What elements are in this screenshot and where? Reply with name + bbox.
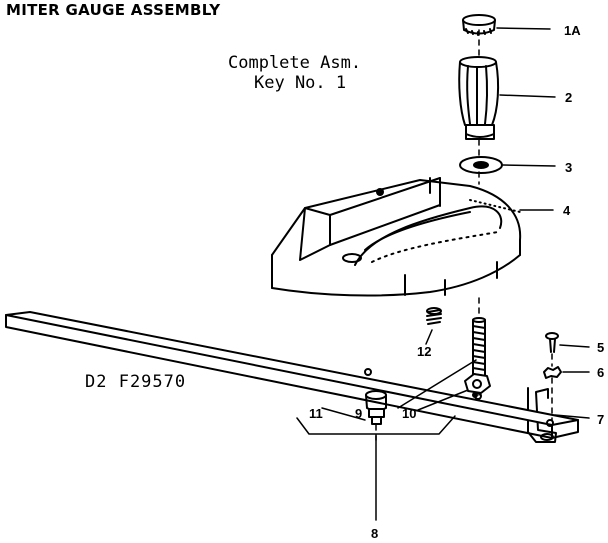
screw-part	[545, 332, 559, 353]
assembly-note-line1: Complete Asm.	[228, 53, 362, 73]
part-keys: 1A 2 3 4 5 6 7 8 9 10 11 12	[309, 23, 604, 541]
key-9: 9	[355, 406, 362, 421]
nut-part	[464, 373, 491, 394]
drawing-code: D2 F29570	[85, 372, 187, 392]
key-1a: 1A	[564, 23, 581, 38]
leader-lines	[296, 27, 590, 521]
key-6: 6	[597, 365, 604, 380]
assembly-lines	[375, 29, 553, 441]
key-8: 8	[371, 526, 378, 541]
threaded-stud-part	[472, 317, 486, 381]
key-2: 2	[565, 90, 572, 105]
assembly-note-line2: Key No. 1	[254, 73, 347, 93]
key-4: 4	[563, 203, 571, 218]
lock-washer-part	[543, 366, 562, 379]
diagram-title: MITER GAUGE ASSEMBLY	[6, 1, 221, 19]
washer-part	[459, 156, 503, 174]
key-7: 7	[597, 412, 604, 427]
key-12: 12	[417, 344, 431, 359]
miter-gauge-body-part	[271, 177, 522, 297]
assembly-note: Complete Asm. Key No. 1	[228, 53, 418, 93]
key-11: 11	[309, 406, 323, 421]
key-3: 3	[565, 160, 572, 175]
key-5: 5	[597, 340, 604, 355]
stop-screw-part	[365, 390, 387, 425]
miter-bar-part	[5, 311, 579, 439]
knob-part	[458, 56, 500, 140]
key-10: 10	[402, 406, 416, 421]
spring-part	[426, 307, 442, 325]
